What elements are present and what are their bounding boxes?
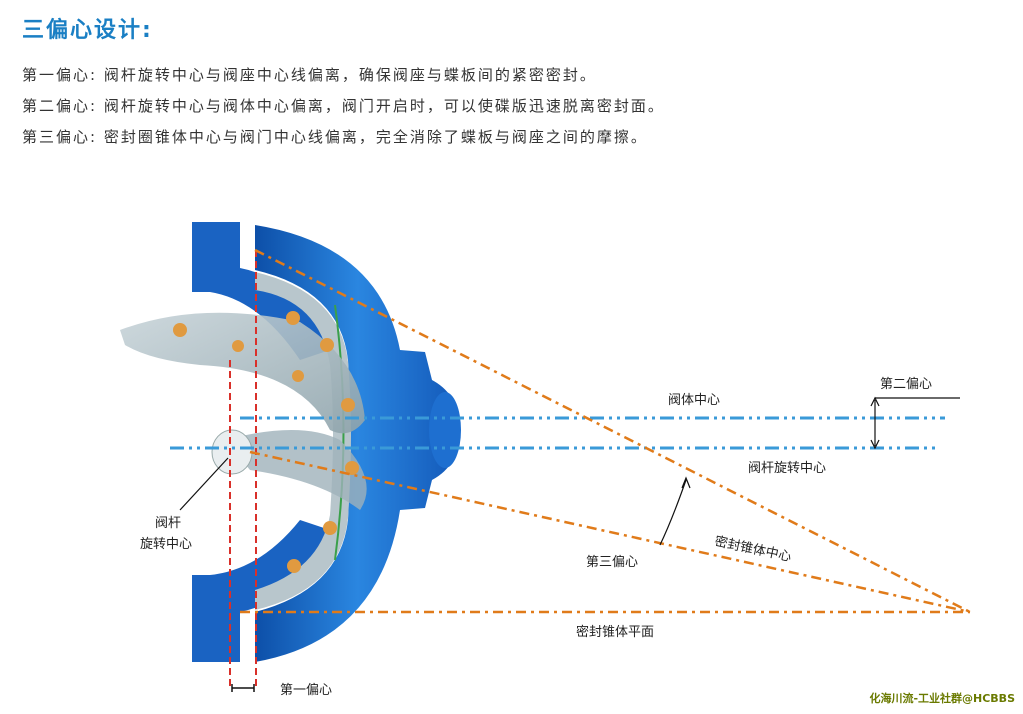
third-offset-arc <box>659 479 687 546</box>
description-first-offset: 第一偏心: 阀杆旋转中心与阀座中心线偏离，确保阀座与蝶板间的紧密密封。 <box>22 66 597 84</box>
description-third-offset: 第三偏心: 密封圈锥体中心与阀门中心线偏离，完全消除了蝶板与阀座之间的摩擦。 <box>22 128 648 146</box>
bolts <box>173 311 359 573</box>
butterfly-disc <box>120 312 367 510</box>
label-second-offset: 第二偏心 <box>880 377 932 392</box>
stem-leader-line <box>179 457 229 511</box>
label-stem-rotation-center: 阀杆旋转中心 <box>748 461 826 476</box>
label-stem-line1: 阀杆 <box>155 516 181 531</box>
second-offset-dimension <box>870 396 960 450</box>
label-stem-line2: 旋转中心 <box>140 537 192 552</box>
label-body-center: 阀体中心 <box>668 393 720 408</box>
page-title: 三偏心设计: <box>22 18 153 43</box>
watermark: 化海川流-工业社群@HCBBS <box>869 692 1015 705</box>
description-second-offset: 第二偏心: 阀杆旋转中心与阀体中心偏离，阀门开启时，可以使碟版迅速脱离密封面。 <box>22 97 665 115</box>
label-cone-plane: 密封锥体平面 <box>576 624 654 640</box>
cone-lines <box>240 248 971 614</box>
label-first-offset: 第一偏心 <box>280 683 332 698</box>
label-cone-center: 密封锥体中心 <box>713 533 793 565</box>
label-third-offset: 第三偏心 <box>586 555 638 570</box>
first-offset-lines <box>229 250 257 688</box>
